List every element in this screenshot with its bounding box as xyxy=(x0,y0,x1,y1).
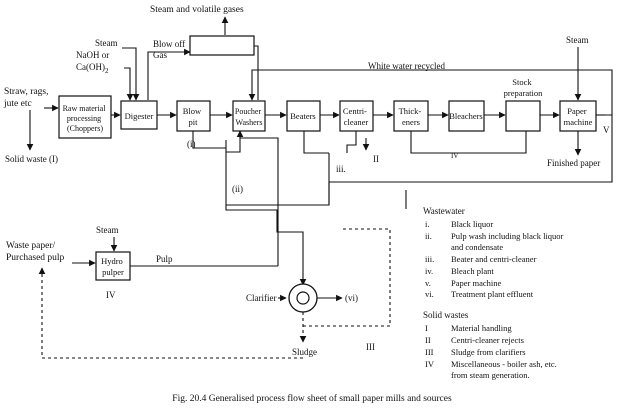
pulp-to-poucher-arrow xyxy=(236,130,279,266)
pulp-label: Pulp xyxy=(156,254,173,264)
legend-text: Pulp wash including black liquor xyxy=(451,231,564,241)
waste-paper-label-line2: Purchased pulp xyxy=(6,253,65,263)
digester-label: Digester xyxy=(125,111,154,121)
naoh-label-line1: NaOH or xyxy=(76,50,109,60)
marker-III: III xyxy=(366,342,375,352)
figure-caption: Fig. 20.4 Generalised process flow sheet… xyxy=(172,393,452,404)
waste-paper-label-line1: Waste paper/ xyxy=(6,241,55,251)
paper-machine-box xyxy=(559,100,597,132)
steam-to-digester-arrow xyxy=(122,47,140,101)
marker-II: II xyxy=(373,154,379,164)
gas-condenser-box xyxy=(189,35,255,56)
legend-text: and condensate xyxy=(451,242,503,252)
thickeners-label: Thick- eners xyxy=(399,106,424,127)
legend-text: Paper machine xyxy=(451,278,501,288)
steam-volatile-gases-label: Steam and volatile gases xyxy=(150,5,244,15)
legend-num: II xyxy=(425,335,431,345)
centri-drain-line xyxy=(346,131,357,153)
legend-num: III xyxy=(425,347,434,357)
poucher-washers-label: Poucher Washers xyxy=(235,107,263,127)
legend-num: iii. xyxy=(425,254,434,264)
black-liquor-line xyxy=(192,131,226,149)
blow-off-gas-line xyxy=(147,48,191,100)
clarifier-inner-circle xyxy=(296,291,310,305)
raw-material-label: Raw material processing (Choppers) xyxy=(63,104,108,133)
legend-num: v. xyxy=(425,278,431,288)
legend-text: Beater and centri-cleaner xyxy=(451,254,537,264)
marker-i: (i) xyxy=(187,139,196,149)
marker-vi: (vi) xyxy=(345,293,358,303)
beaters-drain-line xyxy=(303,131,329,154)
legend-text: Miscellaneous - boiler ash, etc. xyxy=(451,359,557,369)
paper-machine-drain-line xyxy=(329,115,613,183)
paper-machine-label: Paper machine xyxy=(564,106,593,127)
blow-pit-label: Blow pit xyxy=(183,106,204,127)
wastewater-title: Wastewater xyxy=(423,206,465,216)
blow-pit-box xyxy=(176,100,211,132)
legend-num: i. xyxy=(425,219,430,229)
beaters-label: Beaters xyxy=(290,111,316,121)
steam-input-label: Steam xyxy=(95,38,118,48)
legend-text: Centri-cleaner rejects xyxy=(451,335,524,345)
raw-material-box xyxy=(58,95,112,139)
condenser-to-poucher-line xyxy=(254,45,259,100)
sludge-return-dashed-line xyxy=(38,267,303,359)
finished-paper-label: Finished paper xyxy=(547,158,600,168)
poucher-drain-line xyxy=(226,131,241,153)
marker-v: V xyxy=(603,125,610,135)
bleachers-box xyxy=(448,100,485,132)
solid-waste-label: Solid waste (I) xyxy=(5,154,58,164)
blow-off-label-line2: Gas xyxy=(153,50,167,60)
clarifier-label: Clarifier xyxy=(246,293,277,303)
drain-to-clarifier-arrow xyxy=(225,205,307,286)
hydro-pulper-box xyxy=(95,251,131,281)
straw-label-line1: Straw, rags, xyxy=(4,87,49,97)
blow-off-label-line1: Blow off xyxy=(153,39,185,49)
legend-text: Bleach plant xyxy=(451,266,494,276)
thickener-bleach-drain-line xyxy=(410,131,527,154)
poucher-washers-box xyxy=(232,100,266,132)
hydro-marker-IV: IV xyxy=(106,290,116,300)
stock-preparation-box xyxy=(505,100,541,132)
legend-num: iv. xyxy=(425,266,433,276)
white-water-label: White water recycled xyxy=(368,61,445,71)
marker-iii: iii. xyxy=(336,164,346,174)
stock-preparation-label: Stock preparation xyxy=(504,77,543,98)
legend-num: IV xyxy=(425,359,435,369)
bleachers-label: Bleachers xyxy=(449,111,483,121)
white-water-recycle-line xyxy=(248,69,613,116)
legend-num: vi. xyxy=(425,289,434,299)
centri-cleaner-label: Centri- cleaner xyxy=(343,106,369,127)
straw-label-line2: jute etc xyxy=(3,99,32,109)
naoh-label-line2: Ca(OH)2 xyxy=(76,62,109,75)
legend-text: Material handling xyxy=(451,323,512,333)
legend-text: Sludge from clarifiers xyxy=(451,347,526,357)
hydro-pulper-label: Hydro pulper xyxy=(101,256,125,277)
legend-text: Black liquor xyxy=(451,219,493,229)
solid-wastes-title: Solid wastes xyxy=(423,310,469,320)
steam-paper-machine-label: Steam xyxy=(566,35,589,45)
marker-ii: (ii) xyxy=(232,184,243,194)
sludge-label: Sludge xyxy=(292,347,317,357)
legend-wastewater: Wastewater i. Black liquor ii. Pulp wash… xyxy=(423,206,564,299)
sludge-recycle-dashed-line xyxy=(303,228,391,327)
legend-solid-wastes: Solid wastes I Material handling II Cent… xyxy=(423,310,557,380)
steam-hydro-label: Steam xyxy=(96,225,119,235)
naoh-to-digester-arrow xyxy=(124,67,134,101)
marker-iv: IV xyxy=(451,152,458,160)
legend-text: Treatment plant effluent xyxy=(451,289,534,299)
legend-num: I xyxy=(425,323,428,333)
legend-text: from steam generation. xyxy=(451,370,530,380)
legend-num: ii. xyxy=(425,231,432,241)
